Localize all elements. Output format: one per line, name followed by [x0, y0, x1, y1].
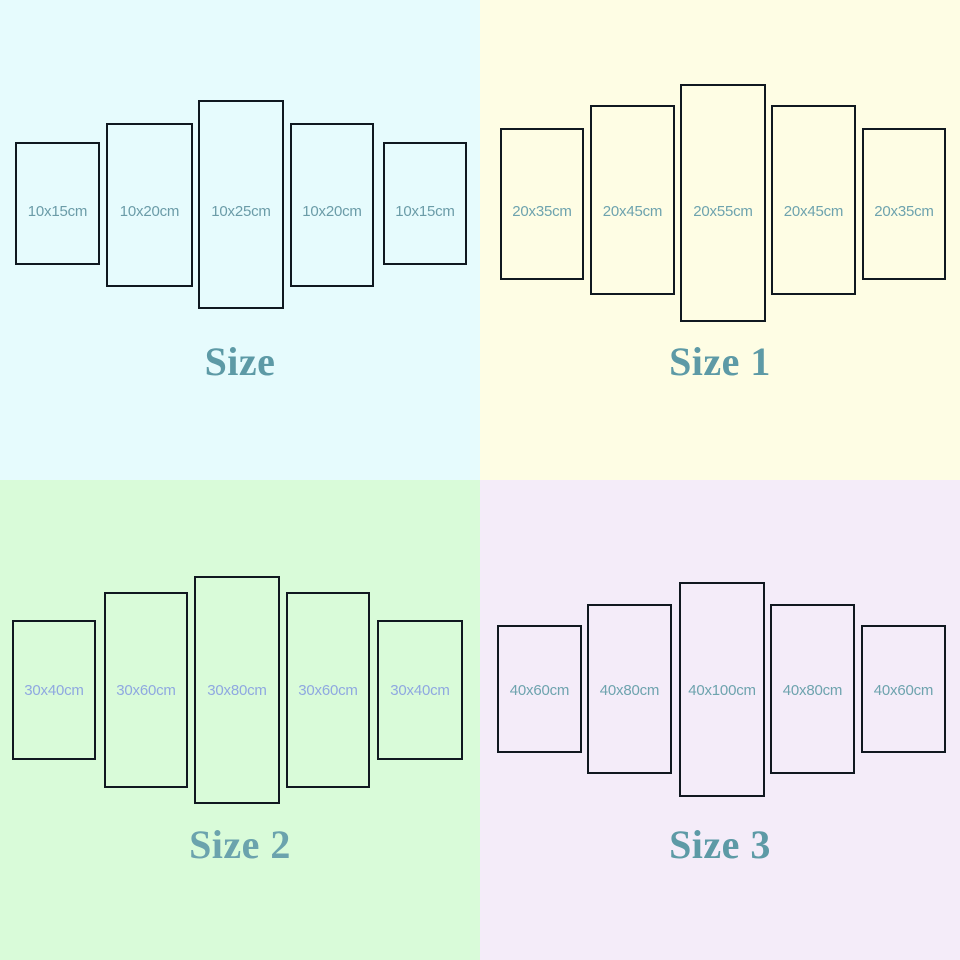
canvas-frame[interactable]	[12, 620, 96, 760]
canvas-frame[interactable]	[198, 100, 284, 309]
canvas-frame[interactable]	[290, 123, 374, 287]
canvas-frame[interactable]	[590, 105, 675, 295]
canvas-frame[interactable]	[862, 128, 946, 280]
panel-size-title: Size	[204, 339, 276, 384]
canvas-frame[interactable]	[861, 625, 946, 753]
canvas-frame[interactable]	[377, 620, 463, 760]
canvas-frame[interactable]	[500, 128, 584, 280]
canvas-frame[interactable]	[679, 582, 765, 797]
canvas-frame[interactable]	[680, 84, 766, 322]
panel-size-1-title: Size 1	[669, 339, 771, 384]
panel-size-2-title: Size 2	[189, 822, 291, 867]
canvas-frame[interactable]	[383, 142, 467, 265]
canvas-frame[interactable]	[771, 105, 856, 295]
canvas-frame[interactable]	[286, 592, 370, 788]
canvas-frame[interactable]	[15, 142, 100, 265]
canvas-frame[interactable]	[194, 576, 280, 804]
canvas-frame[interactable]	[497, 625, 582, 753]
panel-size-3-title: Size 3	[669, 822, 771, 867]
canvas-frame[interactable]	[104, 592, 188, 788]
canvas-frame[interactable]	[770, 604, 855, 774]
canvas-frame[interactable]	[106, 123, 193, 287]
canvas-frame[interactable]	[587, 604, 672, 774]
